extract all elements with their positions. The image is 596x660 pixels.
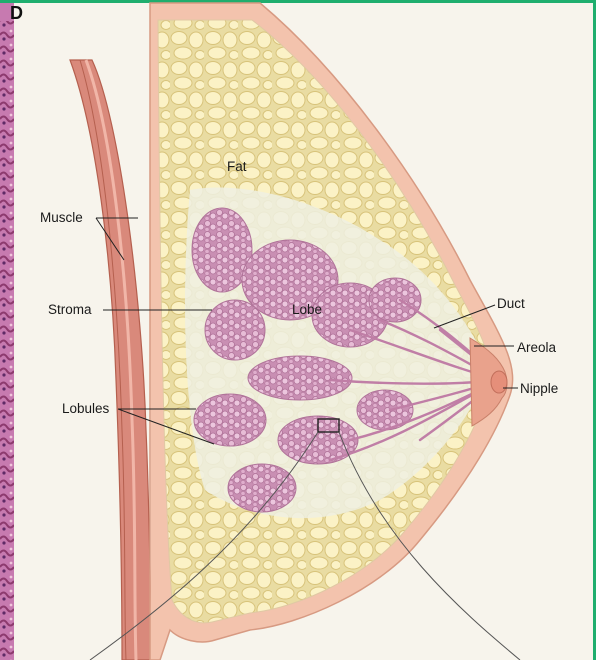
- lobe-shape: [205, 300, 265, 360]
- label-lobules: Lobules: [62, 401, 110, 416]
- lobe-shape: [194, 394, 266, 446]
- label-areola: Areola: [517, 340, 557, 355]
- lobe-shape: [369, 278, 421, 322]
- nipple-shape: [491, 371, 507, 393]
- label-stroma: Stroma: [48, 302, 92, 317]
- label-duct: Duct: [497, 296, 525, 311]
- label-lobe: Lobe: [292, 302, 322, 317]
- lobe-shape: [248, 356, 352, 400]
- label-muscle: Muscle: [40, 210, 83, 225]
- lobe-shape: [228, 464, 296, 512]
- histology-strip: [0, 20, 14, 660]
- top-border: [0, 0, 596, 3]
- panel-letter: D: [10, 3, 23, 24]
- label-nipple: Nipple: [520, 381, 558, 396]
- label-fat: Fat: [227, 159, 247, 174]
